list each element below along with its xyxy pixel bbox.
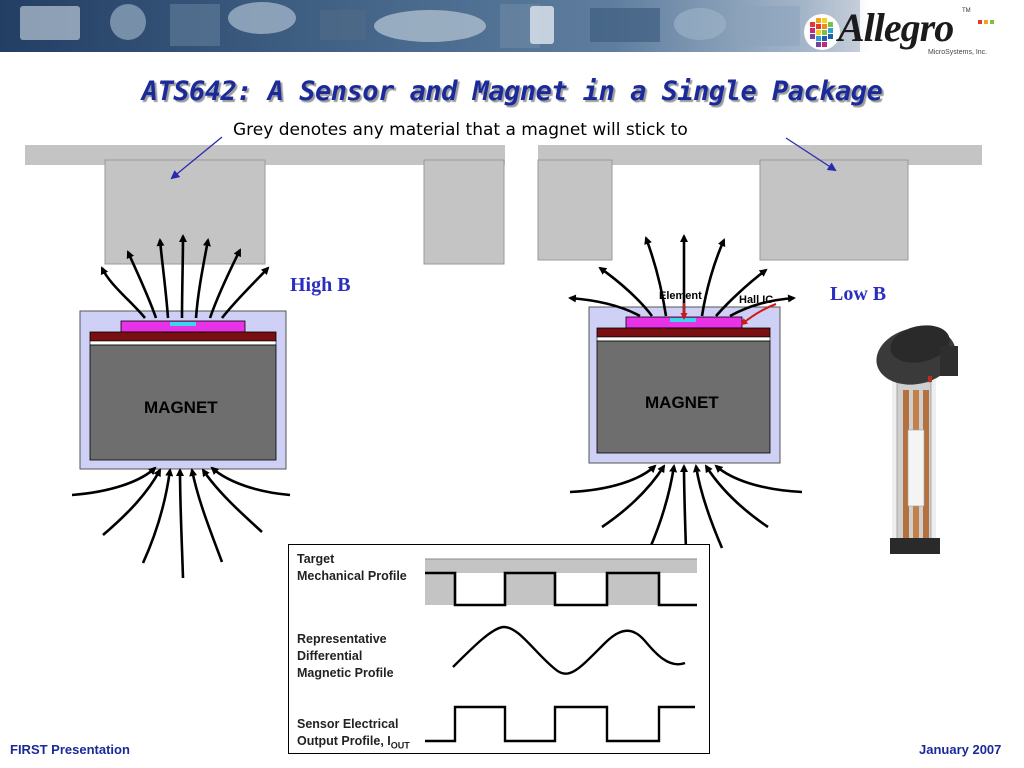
left-lower-field-lines: [71, 466, 291, 579]
left-sensor-package: [79, 310, 287, 470]
subtitle-pointer-right: [785, 137, 837, 172]
left-target-profile: [25, 145, 505, 265]
hall-ic-label: Hall IC: [739, 294, 774, 306]
right-magnet-label: MAGNET: [645, 393, 719, 412]
magnetic-profile-label: Representative Differential Magnetic Pro…: [297, 631, 394, 682]
electrical-profile-label: Sensor Electrical Output Profile, IOUT: [297, 716, 410, 755]
right-lower-field-lines: [569, 464, 803, 551]
target-profile-line1: Target: [297, 552, 335, 566]
left-upper-field-lines: [100, 234, 270, 319]
footer-date: January 2007: [919, 742, 1002, 757]
banner-graphic: [0, 0, 1024, 52]
ats642-product-photo: [876, 325, 958, 554]
subtitle-pointer-left: [170, 136, 223, 180]
logo-trademark: TM: [962, 8, 971, 14]
hall-ic-pointer: [740, 303, 777, 326]
footer-presentation-name: FIRST Presentation: [10, 742, 130, 757]
electrical-profile-prefix: Output Profile, I: [297, 734, 391, 748]
slide-title: ATS642: A Sensor and Magnet in a Single …: [141, 76, 883, 107]
left-magnet-label: MAGNET: [144, 398, 218, 417]
logo-text: Allegro: [838, 5, 954, 50]
waveform-plots: [425, 558, 697, 743]
electrical-profile-subscript: OUT: [390, 740, 410, 751]
electrical-output-waveform: [425, 705, 695, 743]
element-label: Element: [659, 290, 702, 302]
electrical-profile-line2: Output Profile, IOUT: [297, 733, 410, 755]
low-b-label: Low B: [830, 283, 887, 305]
waveform-panel: Target Mechanical Profile Representative…: [288, 544, 710, 754]
target-profile-label: Target Mechanical Profile: [297, 551, 407, 585]
right-target-profile: [537, 145, 982, 261]
magnetic-profile-line3: Magnetic Profile: [297, 666, 394, 680]
electrical-profile-line1: Sensor Electrical: [297, 717, 399, 731]
target-mechanical-waveform: [425, 558, 697, 607]
target-profile-line2: Mechanical Profile: [297, 569, 407, 583]
allegro-logo-mark: [804, 14, 994, 50]
magnetic-profile-line1: Representative: [297, 632, 387, 646]
right-sensor-package: [588, 306, 781, 464]
header-banner: [0, 0, 1024, 52]
magnetic-sine-waveform: [452, 625, 686, 675]
high-b-label: High B: [290, 274, 351, 296]
slide-subtitle: Grey denotes any material that a magnet …: [233, 120, 688, 140]
magnetic-profile-line2: Differential: [297, 649, 363, 663]
logo-subtext: MicroSystems, Inc.: [928, 49, 988, 56]
